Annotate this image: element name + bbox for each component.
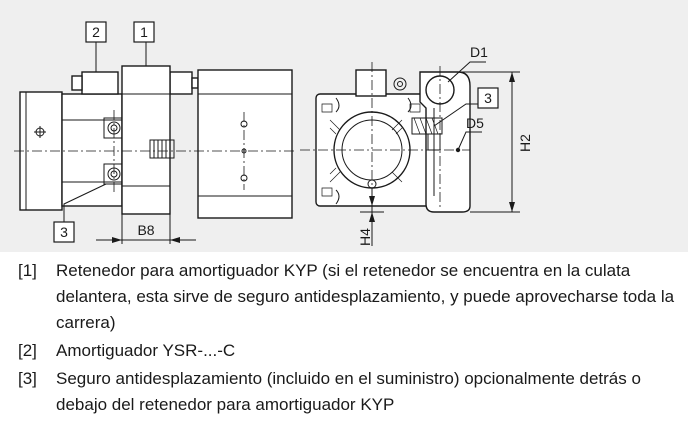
legend-text: Retenedor para amortiguador KYP (si el r…: [56, 261, 675, 332]
callout-1: 1: [133, 21, 155, 43]
svg-text:1: 1: [140, 24, 148, 40]
callout-2: 2: [85, 21, 107, 43]
callout-3-right: 3: [477, 87, 499, 109]
callout-3-left: 3: [53, 221, 75, 243]
legend-text: Seguro antidesplazamiento (incluido en e…: [56, 369, 641, 414]
legend-ref: [3]: [18, 369, 37, 388]
dimension-h2: H2: [517, 134, 533, 152]
legend-item-1: [1] Retenedor para amortiguador KYP (si …: [0, 258, 688, 336]
technical-drawing: 2 1 3 3 B8 D1 D5 H2 H4: [14, 21, 533, 246]
front-section-drawing: [300, 61, 520, 246]
svg-text:3: 3: [484, 90, 492, 106]
dimension-d1: D1: [470, 44, 488, 60]
technical-drawing-panel: 2 1 3 3 B8 D1 D5 H2 H4: [0, 0, 688, 252]
dimension-b8: B8: [137, 222, 154, 238]
legend-text: Amortiguador YSR-...-C: [56, 341, 236, 360]
legend-item-3: [3] Seguro antidesplazamiento (incluido …: [0, 366, 688, 418]
legend-ref: [2]: [18, 341, 37, 360]
legend-list: [1] Retenedor para amortiguador KYP (si …: [0, 258, 688, 418]
dimension-h4: H4: [357, 228, 373, 246]
legend-ref: [1]: [18, 261, 37, 280]
dimension-d5: D5: [466, 115, 484, 131]
svg-text:2: 2: [92, 24, 100, 40]
side-view-drawing: [14, 42, 296, 244]
legend-item-2: [2] Amortiguador YSR-...-C: [0, 338, 688, 364]
svg-text:3: 3: [60, 224, 68, 240]
